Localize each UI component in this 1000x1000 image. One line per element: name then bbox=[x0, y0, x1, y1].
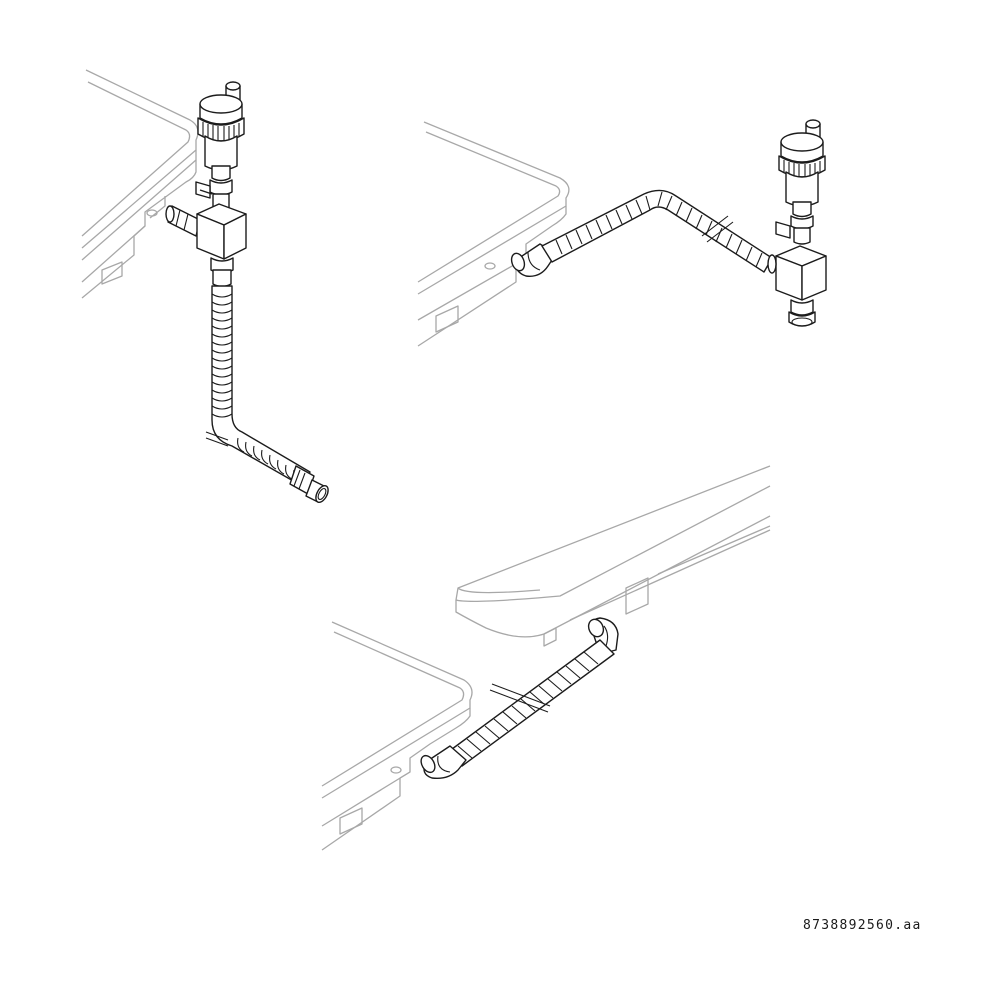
flexible-hose bbox=[541, 189, 773, 273]
drawing-reference-code: 8738892560.aa bbox=[803, 918, 922, 933]
automatic-air-vent bbox=[197, 81, 245, 196]
top-left-view bbox=[81, 69, 329, 503]
bottom-view bbox=[321, 465, 771, 851]
top-right-view bbox=[417, 119, 827, 347]
automatic-air-vent bbox=[778, 119, 826, 230]
shut-off-tap bbox=[775, 221, 811, 245]
boiler-panel-right bbox=[455, 465, 771, 647]
side-nozzle bbox=[165, 205, 201, 237]
flexible-hose bbox=[447, 639, 615, 767]
tee-connector bbox=[196, 203, 247, 288]
flexible-hose bbox=[205, 285, 311, 487]
boiler-panel bbox=[417, 121, 570, 347]
hose-elbow-left bbox=[420, 745, 467, 780]
hose-end-connector bbox=[289, 465, 329, 503]
boiler-panel bbox=[81, 69, 199, 299]
bottom-union bbox=[788, 299, 816, 327]
tee-connector bbox=[767, 245, 827, 301]
boiler-panel-left bbox=[321, 621, 473, 851]
